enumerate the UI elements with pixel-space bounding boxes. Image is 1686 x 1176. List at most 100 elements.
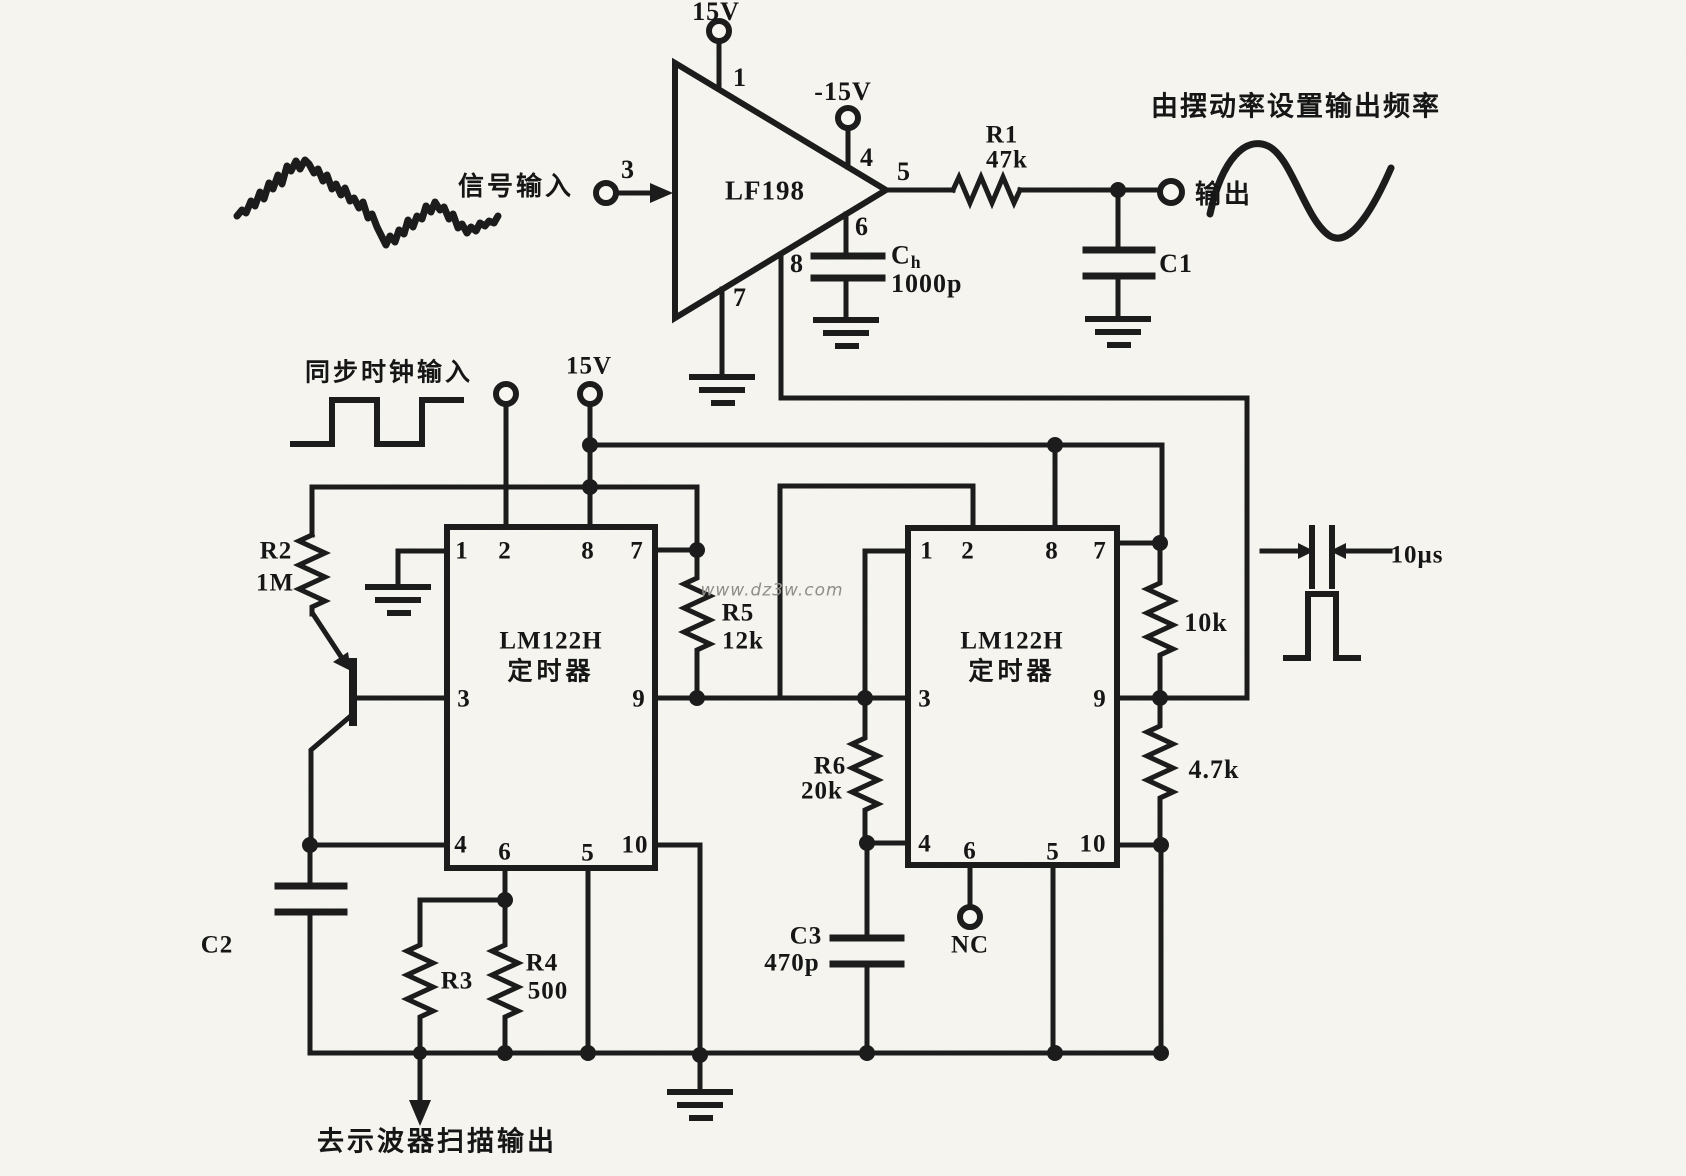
label-r4-ref: R4	[525, 949, 559, 977]
label-c2: C2	[200, 931, 234, 959]
resistor-r4-symbol	[486, 897, 524, 1056]
terminal-circles	[493, 18, 1185, 930]
ch-ref-sub: h	[910, 251, 922, 272]
v15-rail-left	[309, 484, 700, 538]
timer2-pin-left-3: 3	[918, 685, 932, 713]
label-neg15v: -15V	[814, 77, 872, 106]
label-4k7: 4.7k	[1188, 755, 1240, 784]
pulse-arrow-right-head	[1330, 543, 1346, 559]
scope-arrowhead	[409, 1100, 431, 1126]
signal-input-arrowhead	[650, 183, 673, 203]
resistor-r1-symbol	[949, 170, 1024, 210]
timer1-type: 定时器	[507, 658, 595, 686]
resistor-r2-symbol	[293, 531, 331, 617]
label-ch-value: 1000p	[891, 269, 963, 298]
resistor-10k-symbol	[1141, 540, 1179, 701]
label-r2-ref: R2	[259, 537, 293, 565]
resistor-r3-symbol	[401, 897, 439, 1056]
opamp-name: LF198	[724, 175, 806, 206]
transistor-emitter-arrowhead	[333, 652, 351, 671]
ground-opamp	[689, 374, 755, 406]
timer2-pin-bot-5: 5	[1046, 838, 1060, 866]
label-output: 输出	[1195, 180, 1254, 209]
cap-c1-plates	[1082, 246, 1156, 280]
opamp-pin8-number: 8	[790, 249, 804, 278]
opamp-pin4-number: 4	[860, 143, 874, 172]
timer1-pin1-ground-wire	[395, 548, 450, 588]
timer1-pin-top-2: 2	[498, 537, 512, 565]
terminal-sync-input	[493, 381, 519, 407]
resistor-4k7-symbol	[1141, 695, 1179, 848]
timer1-pin6-stub	[417, 865, 508, 903]
sync-square-waveform	[290, 397, 464, 447]
pulse-waveform	[1283, 591, 1361, 661]
opamp-pin5-number: 5	[897, 157, 911, 186]
timer1-pin-bot-5: 5	[581, 839, 595, 867]
label-c3-value: 470p	[764, 949, 820, 977]
timer2-pin-bot-4: 4	[918, 830, 932, 858]
v15-rail-right	[587, 442, 1165, 546]
timer2-pin-top-7: 7	[1093, 537, 1107, 565]
timer2-pin-right-9: 9	[1093, 685, 1107, 713]
ground-bus	[667, 1089, 733, 1121]
timer1-name: LM122H	[499, 627, 603, 655]
timer2-pin-top-8: 8	[1045, 537, 1059, 565]
timer2-pin1-link	[862, 548, 911, 701]
resistor-r6-symbol	[846, 695, 884, 846]
label-c1: C1	[1159, 249, 1193, 278]
timer2-pin-bot-10: 10	[1079, 830, 1107, 858]
timer2-pin-top-1: 1	[920, 537, 934, 565]
terminal-neg15v	[835, 105, 861, 131]
timer2-pin10-lead	[1114, 842, 1164, 1056]
timer1-box	[444, 524, 658, 871]
ground-timer1-pin1	[365, 584, 431, 616]
label-nc: NC	[950, 931, 990, 959]
timer2-type: 定时器	[968, 658, 1056, 686]
timer1-to-timer2-pin2	[777, 483, 976, 701]
resistor-r5-symbol	[678, 547, 716, 701]
label-10k: 10k	[1184, 608, 1228, 637]
transistor-collector	[308, 710, 357, 848]
junction-dots	[302, 182, 1169, 1063]
noisy-signal-waveform	[233, 156, 502, 249]
label-15v-top: 15V	[692, 0, 740, 26]
opamp-pin1-number: 1	[733, 63, 747, 92]
label-r2-value: 1M	[255, 569, 295, 597]
timer1-pin10-wire	[652, 842, 703, 1058]
label-r6-value: 20k	[801, 777, 843, 805]
timer1-pin-top-7: 7	[630, 537, 644, 565]
pulse-measure-lines	[1309, 525, 1335, 589]
timer2-name: LM122H	[960, 627, 1064, 655]
timer1-pin-bot-4: 4	[454, 831, 468, 859]
opamp-pin3-number: 3	[621, 155, 635, 184]
terminal-15v-top	[706, 18, 732, 44]
ch-ref-main: C	[891, 240, 911, 270]
label-r1-value: 47k	[986, 146, 1028, 174]
timer2-pin-top-2: 2	[961, 537, 975, 565]
label-sync-clock-input: 同步时钟输入	[304, 359, 474, 387]
cap-ch-plates	[810, 252, 886, 282]
timer1-pin-right-9: 9	[632, 685, 646, 713]
label-signal-input: 信号输入	[457, 172, 575, 201]
label-r6-ref: R6	[813, 752, 847, 780]
terminal-output	[1157, 178, 1185, 206]
label-ch-ref: Ch	[891, 242, 922, 271]
label-scope-sweep-output: 去示波器扫描输出	[317, 1126, 557, 1157]
timer1-pin-left-3: 3	[457, 685, 471, 713]
cap-c2-plates	[274, 882, 348, 916]
timer1-pin-top-8: 8	[581, 537, 595, 565]
opamp-pin8-wire	[778, 251, 1250, 701]
label-10us: 10μs	[1390, 541, 1444, 569]
opamp-pin7-number: 7	[733, 283, 747, 312]
label-r1-ref: R1	[985, 121, 1019, 149]
timer2-pin-bot-6: 6	[963, 837, 977, 865]
label-output-freq-note: 由摆动率设置输出频率	[1151, 91, 1441, 122]
opamp-pin6-number: 6	[855, 212, 869, 241]
terminal-15v-mid	[577, 381, 603, 407]
label-r3-ref: R3	[440, 967, 474, 995]
transistor-emitter	[309, 610, 344, 659]
timer1-pin-bot-10: 10	[621, 831, 649, 859]
label-r5-value: 12k	[722, 627, 764, 655]
